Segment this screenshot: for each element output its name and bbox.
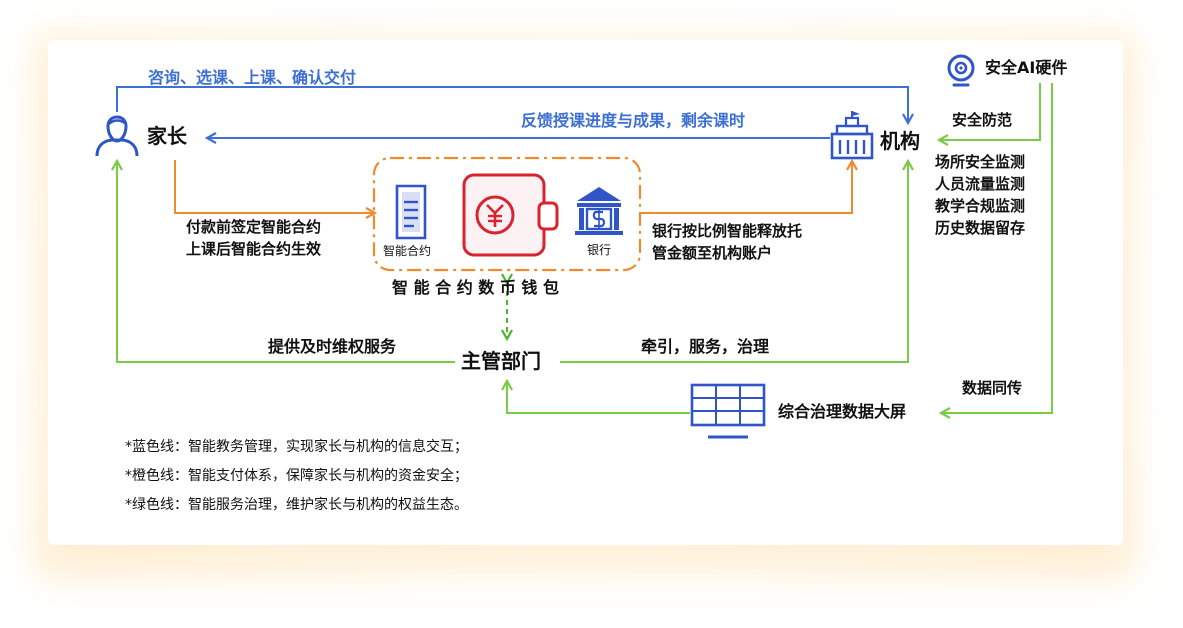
wallet-box [372,156,642,272]
green-arrow-security [940,83,1041,140]
label-bank: 银行 [587,243,612,257]
green-label-monitor-3: 教学合规监测 [935,197,1026,215]
green-label-sync: 数据同传 [962,379,1023,397]
digital-yuan-wallet-icon [462,173,559,257]
orange-arrow-payment [174,160,374,213]
orange-label-pay-2: 上课后智能合约生效 [186,240,322,258]
green-arrow-guide [560,162,908,363]
label-smart-contract: 智能合约 [383,244,432,258]
orange-label-pay-1: 付款前签定智能合约 [186,218,322,236]
blue-arrow-consult [116,86,908,122]
document-icon [395,184,427,240]
legend-orange: *橙色线：智能支付体系，保障家长与机构的资金安全； [125,468,468,484]
green-label-monitor-4: 历史数据留存 [935,219,1026,237]
legend-blue: *蓝色线：智能教务管理，实现家长与机构的信息交互； [125,439,468,455]
diagram-card [48,40,1123,545]
node-parent: 家长 [147,124,187,148]
node-authority: 主管部门 [461,349,541,373]
node-institution: 机构 [880,129,920,153]
green-arrow-protect [117,162,455,363]
legend-green: *绿色线：智能服务治理，维护家长与机构的权益生态。 [125,497,468,513]
green-label-monitor-2: 人员流量监测 [935,175,1026,193]
node-ai-hardware: 安全AI硬件 [985,58,1068,77]
green-label-protect: 提供及时维权服务 [268,337,397,356]
node-big-screen: 综合治理数据大屏 [778,402,907,421]
green-label-monitor-1: 场所安全监测 [935,153,1026,171]
green-label-security: 安全防范 [952,111,1013,129]
blue-label-feedback: 反馈授课进度与成果，剩余课时 [521,111,746,130]
green-arrow-sync [942,83,1053,413]
orange-label-bank-1: 银行按比例智能释放托 [652,222,803,240]
orange-label-bank-2: 管金额至机构账户 [652,244,773,262]
monitor-icon [690,383,766,439]
blue-label-consult: 咨询、选课、上课、确认交付 [148,68,357,87]
camera-icon [947,54,975,87]
wallet-title: 智 能 合 约 数 币 钱 包 [392,278,559,297]
green-label-guide: 牵引，服务，治理 [641,337,770,356]
building-icon [830,111,874,160]
green-arrow-screen [507,382,690,414]
person-icon [95,115,139,157]
orange-arrow-release [640,162,852,214]
bank-icon [575,187,623,235]
